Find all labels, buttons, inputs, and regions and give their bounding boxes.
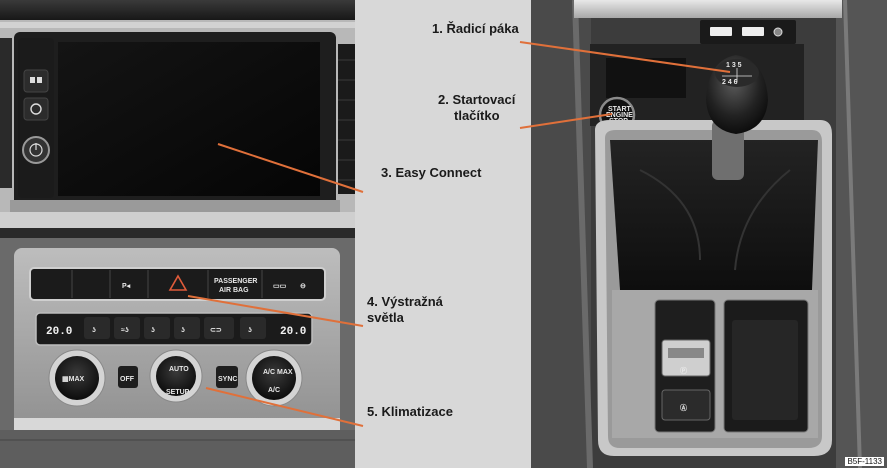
callout-5-text: Klimatizace (381, 404, 454, 419)
callout-line-1 (519, 41, 731, 73)
airbag-label-2: AIR BAG (219, 287, 249, 294)
callout-1: 1. Řadicí páka (432, 21, 519, 37)
passenger-airbag-indicator: PASSENGER AIR BAG (214, 278, 257, 294)
right-climate-dial[interactable]: A/C MAX A/C (245, 349, 303, 407)
callout-line-4 (187, 295, 364, 327)
svg-text:⊖: ⊖ (300, 283, 306, 290)
voice-button[interactable] (23, 97, 49, 121)
setup-label: SETUP (166, 389, 190, 396)
climate-sync-button[interactable]: SYNC (216, 366, 238, 388)
climate-off-button[interactable]: OFF (118, 366, 138, 388)
callout-line-5 (205, 387, 364, 427)
auto-label: AUTO (169, 366, 189, 373)
gear-boot (610, 140, 818, 290)
svg-text:ʖ: ʖ (151, 327, 155, 334)
hazard-warning-button[interactable] (168, 274, 188, 291)
dashboard-photo: P◂ PASSENGER AIR BAG ▭▭ ⊖ 20.0 20.0 ʖ ≈ʖ (0, 0, 355, 468)
climate-display-row: 20.0 20.0 ʖ ≈ʖ ʖ ʖ ⊂⊃ ʖ (35, 312, 313, 346)
callout-line-3 (217, 143, 364, 193)
svg-text:▭▭: ▭▭ (273, 283, 287, 290)
left-climate-dial[interactable]: ▦MAX (48, 349, 106, 407)
photo-gap (355, 0, 531, 468)
infotainment-screen[interactable] (58, 42, 320, 196)
svg-text:ʖ: ʖ (92, 327, 96, 334)
svg-text:≈ʖ: ≈ʖ (121, 327, 129, 334)
callout-5-number: 5. (367, 404, 378, 419)
callout-5: 5. Klimatizace (367, 404, 453, 420)
recirculation-button[interactable]: ⊂⊃ (204, 317, 234, 339)
svg-text:ʖ: ʖ (181, 327, 185, 334)
svg-text:ʖ: ʖ (248, 327, 252, 334)
ac-label: A/C (268, 387, 280, 394)
parking-sensor-button[interactable]: P◂ (122, 283, 131, 290)
gear-numbers-bottom: 2 4 6 (722, 79, 738, 86)
power-volume-knob[interactable] (22, 136, 50, 164)
svg-text:P◂: P◂ (122, 283, 131, 290)
fan-mode-button-1[interactable]: ≈ʖ (114, 317, 140, 339)
callout-2-text-2: tlačítko (454, 108, 500, 123)
auto-hold-button[interactable]: Ⓐ (661, 389, 711, 421)
callout-2: 2. Startovací tlačítko (438, 92, 515, 124)
aux-port[interactable] (773, 27, 783, 37)
callout-4: 4. Výstražná světla (367, 294, 443, 326)
callout-3: 3. Easy Connect (381, 165, 481, 181)
start-label-2: ENGINE (606, 112, 633, 119)
fan-mode-button-3[interactable]: ʖ (174, 317, 200, 339)
callout-4-number: 4. (367, 294, 378, 309)
callout-4-text: Výstražná (381, 294, 443, 309)
callout-1-number: 1. (432, 21, 443, 36)
center-fan-dial[interactable]: AUTO SETUP (149, 349, 203, 403)
media-button[interactable] (23, 69, 49, 93)
center-button-row: P◂ PASSENGER AIR BAG ▭▭ ⊖ (29, 267, 326, 301)
start-label-1: START (608, 106, 632, 113)
callout-line-2 (519, 113, 613, 129)
svg-text:⊂⊃: ⊂⊃ (210, 327, 222, 334)
callout-2-text: Startovací (452, 92, 516, 107)
callout-lines (187, 41, 731, 427)
svg-text:Ⓐ: Ⓐ (680, 403, 687, 412)
gear-shift-knob[interactable]: 1 3 5 2 4 6 (706, 55, 768, 180)
usb-port-2[interactable] (742, 27, 764, 36)
usb-port-1[interactable] (710, 27, 732, 36)
gear-numbers-top: 1 3 5 (726, 62, 742, 69)
temp-right-readout: 20.0 (280, 326, 306, 338)
parking-brake-switch[interactable]: Ⓟ (661, 339, 711, 377)
temp-left-readout: 20.0 (46, 326, 72, 338)
callout-3-text: Easy Connect (395, 165, 482, 180)
svg-text:▦MAX: ▦MAX (62, 376, 85, 383)
console-photo: START ENGINE STOP 1 3 5 2 4 6 (531, 0, 887, 468)
figure-code: B5F-1133 (845, 457, 884, 466)
airbag-label-1: PASSENGER (214, 278, 257, 285)
callout-2-number: 2. (438, 92, 449, 107)
right-air-vent (338, 44, 355, 194)
ac-max-label: A/C MAX (263, 369, 293, 376)
callout-1-text: Řadicí páka (446, 21, 519, 36)
seat-heating-left-button[interactable]: ʖ (84, 317, 110, 339)
usb-panel (700, 20, 796, 44)
callout-3-number: 3. (381, 165, 392, 180)
seat-heating-right-button[interactable]: ʖ (240, 317, 266, 339)
callout-4-text-2: světla (367, 310, 404, 325)
fan-mode-button-2[interactable]: ʖ (144, 317, 170, 339)
off-label: OFF (120, 376, 135, 383)
svg-text:Ⓟ: Ⓟ (680, 366, 687, 375)
sync-label: SYNC (218, 376, 237, 383)
